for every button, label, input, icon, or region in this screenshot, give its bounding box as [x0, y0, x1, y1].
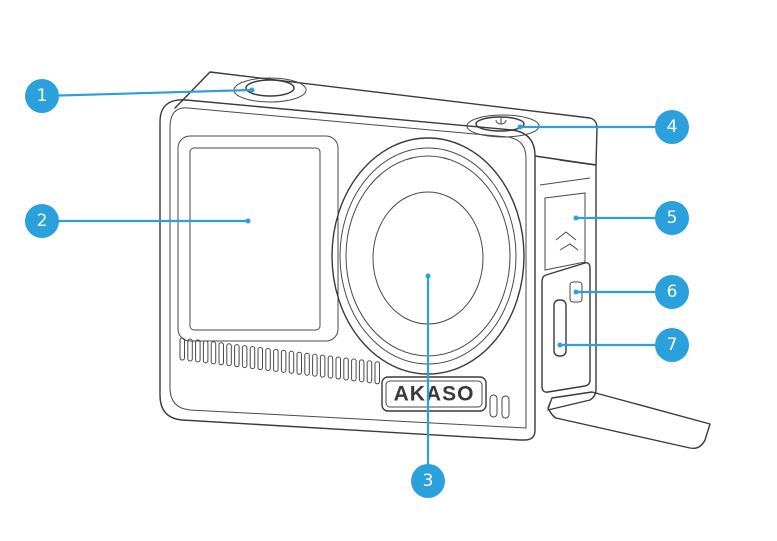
leader-1 — [41, 88, 253, 98]
callout-1: 1 — [25, 79, 59, 113]
vent-slot — [265, 347, 271, 371]
vent-slot — [179, 337, 185, 361]
vent-slot — [335, 356, 341, 380]
vent-slot — [273, 348, 279, 372]
vent-slot — [319, 354, 326, 378]
callout-number: 6 — [667, 282, 678, 302]
vent-slot — [234, 344, 240, 368]
callout-number: 5 — [667, 208, 678, 228]
vent-slot — [202, 340, 209, 364]
vent-slot — [218, 342, 224, 366]
callout-6: 6 — [655, 275, 689, 309]
vent-slot — [366, 360, 373, 384]
vent-slot — [288, 350, 295, 374]
vent-slot — [210, 341, 217, 365]
front-screen-bezel — [177, 135, 339, 342]
camera-body-inner-edge — [169, 107, 527, 429]
callout-7: 7 — [655, 328, 689, 362]
callout-number: 3 — [423, 471, 434, 491]
callout-number: 1 — [37, 86, 48, 106]
vent-slot — [257, 347, 263, 370]
shutter-button[interactable] — [245, 79, 295, 97]
callout-4: 4 — [655, 110, 689, 144]
flap-hinge — [547, 397, 553, 411]
vent-slot — [312, 353, 318, 377]
callout-dots — [245, 87, 579, 348]
battery-door-flap[interactable] — [547, 391, 711, 450]
callout-3: 3 — [411, 464, 445, 498]
microphone-icon — [555, 231, 579, 251]
brand-badge — [381, 376, 487, 412]
callout-leaders — [41, 88, 672, 480]
power-icon — [495, 118, 507, 125]
power-button[interactable] — [475, 116, 525, 132]
vent-slot — [374, 361, 380, 385]
front-screen — [189, 147, 321, 331]
vent-slot — [296, 351, 302, 375]
vent-slot — [226, 343, 232, 367]
vent-slot — [304, 352, 310, 376]
brand-badge-inner — [385, 380, 483, 408]
vent-grille — [179, 337, 380, 385]
vent-slot — [351, 358, 357, 382]
callout-2: 2 — [25, 204, 59, 238]
vent-slot — [327, 355, 334, 379]
camera-body — [159, 99, 536, 441]
right-grille-bars — [489, 394, 510, 419]
vent-slot — [280, 349, 287, 373]
vent-slot — [241, 345, 248, 369]
callout-number: 4 — [667, 117, 678, 137]
microphone — [544, 192, 586, 271]
vent-slot — [187, 338, 193, 362]
callout-5: 5 — [655, 201, 689, 235]
vent-slot — [343, 357, 349, 381]
side-edge-line — [539, 177, 591, 186]
usb-port — [553, 299, 567, 357]
vent-slot — [195, 339, 201, 363]
camera-side-face — [534, 155, 597, 411]
battery-door-frame — [541, 262, 591, 393]
vent-slot — [249, 346, 256, 370]
brand-label: AKASO — [394, 383, 475, 406]
callout-number: 2 — [37, 211, 48, 231]
vent-slot — [358, 359, 365, 383]
callout-number: 7 — [667, 335, 678, 355]
